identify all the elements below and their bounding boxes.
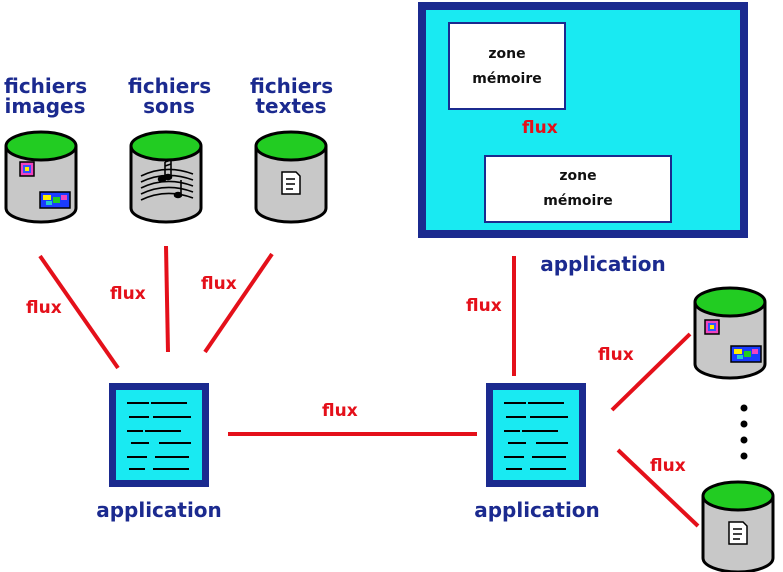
image-icon	[704, 319, 720, 335]
image-icon	[19, 161, 35, 177]
store-images-label: fichiers images	[4, 74, 88, 118]
document-icon	[281, 171, 301, 195]
store-right-textes	[701, 480, 775, 572]
flow-textes-line	[203, 252, 274, 354]
document-icon	[728, 521, 748, 545]
application-left-label: application	[96, 498, 222, 522]
store-sons-label: fichiers sons	[128, 74, 212, 118]
flow-images-line	[38, 254, 120, 370]
image-icon	[39, 191, 71, 209]
flux-label-store-bottom: flux	[650, 456, 686, 476]
image-icon	[730, 345, 762, 363]
flow-store-bottom-line	[616, 448, 700, 528]
store-right-images	[693, 286, 767, 380]
application-top-label: application	[540, 252, 666, 276]
flow-lines	[38, 112, 700, 528]
memory-zone-2: zone mémoire	[484, 155, 672, 223]
flow-store-top-line	[610, 332, 692, 412]
flow-sons-line	[164, 245, 170, 353]
memory-zone-2-line1: zone	[559, 168, 597, 184]
application-middle	[485, 382, 587, 488]
application-left	[108, 382, 210, 488]
store-images	[4, 130, 78, 224]
memory-zone-1: zone mémoire	[448, 22, 566, 110]
flux-label-store-top: flux	[598, 345, 634, 365]
music-notes-icon	[140, 159, 194, 201]
flux-label-top-app: flux	[466, 296, 502, 316]
flux-label-textes: flux	[201, 274, 237, 294]
ellipsis-dots	[740, 404, 748, 460]
application-middle-label: application	[474, 498, 600, 522]
flux-label-memory: flux	[522, 118, 558, 138]
flux-label-images: flux	[26, 298, 62, 318]
memory-zone-1-line2: mémoire	[472, 71, 542, 87]
flux-label-app-app: flux	[322, 401, 358, 421]
store-sons	[129, 130, 203, 224]
memory-zone-2-line2: mémoire	[543, 193, 613, 209]
flux-label-sons: flux	[110, 284, 146, 304]
store-textes	[254, 130, 328, 224]
memory-zone-1-line1: zone	[488, 46, 526, 62]
store-textes-label: fichiers textes	[250, 74, 334, 118]
